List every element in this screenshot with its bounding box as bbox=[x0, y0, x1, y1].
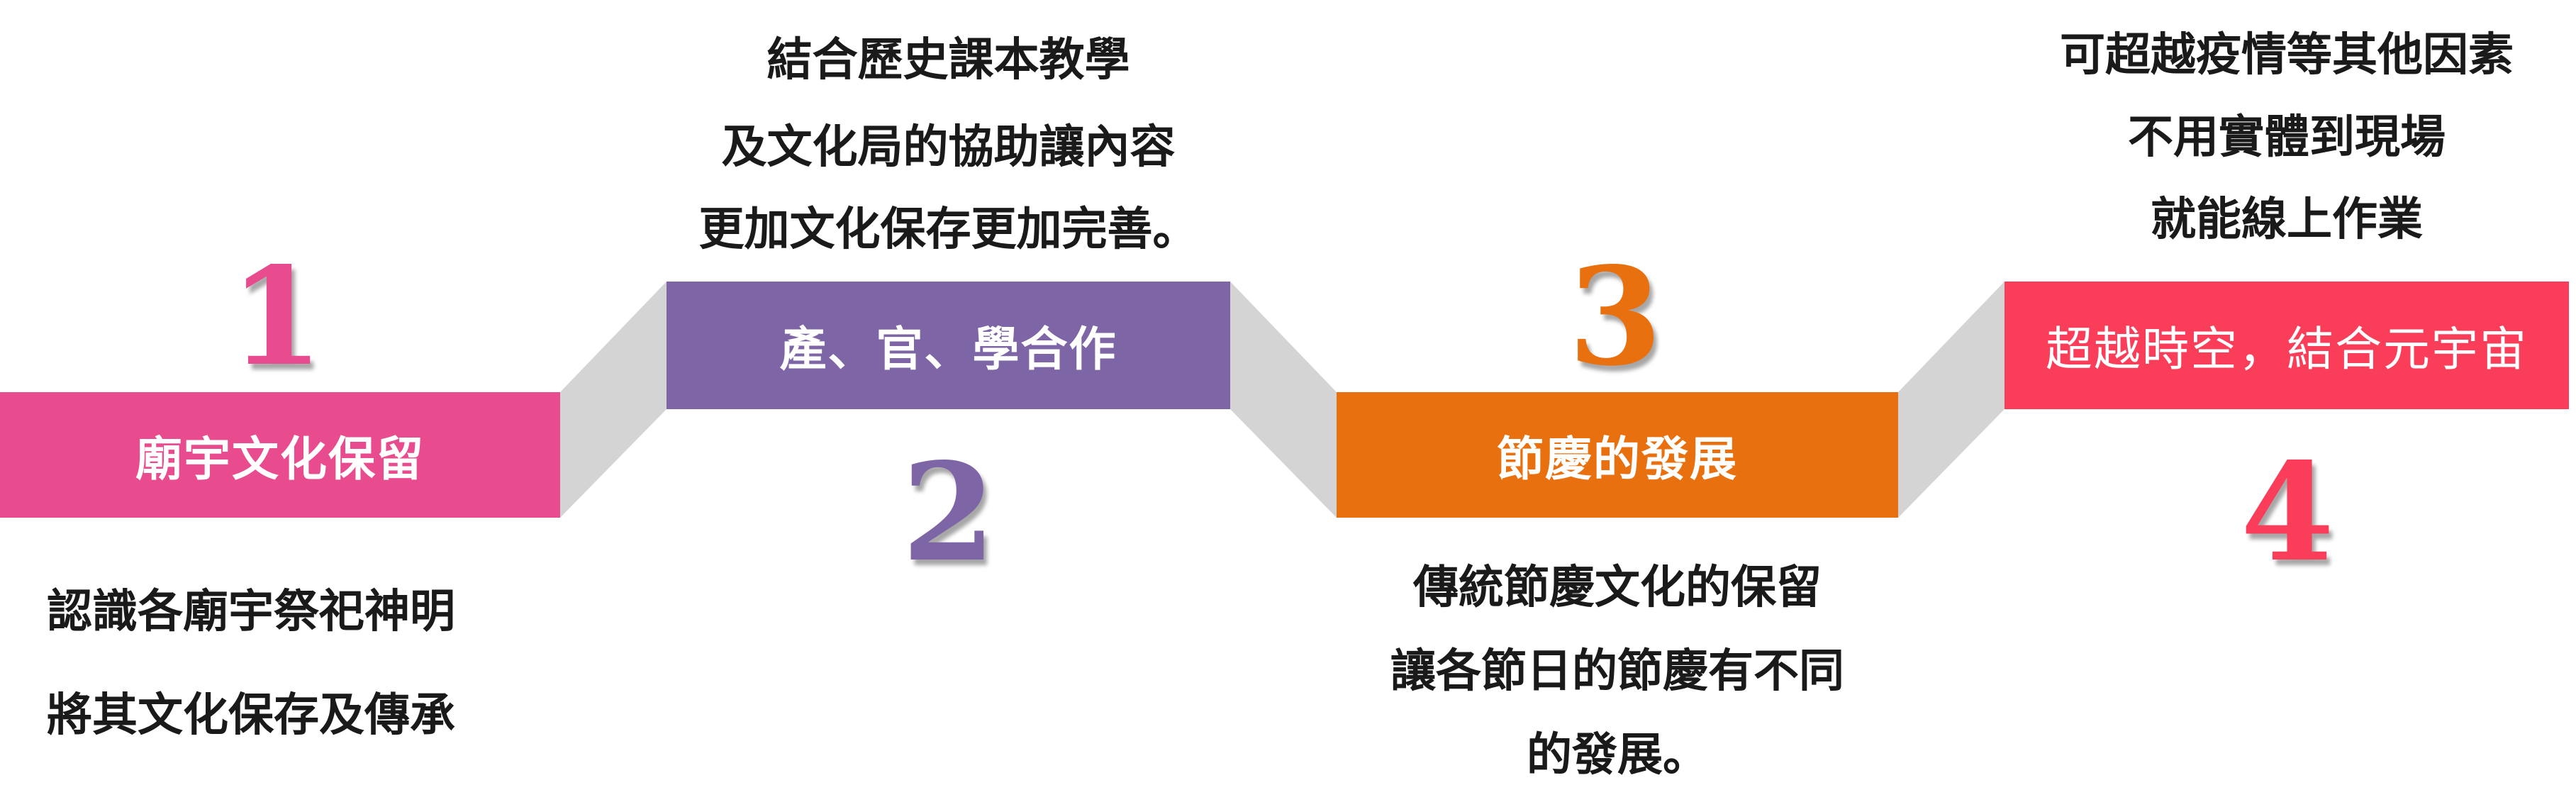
step-3-line-3: 的發展。 bbox=[1527, 729, 1708, 781]
step-3-description: 傳統節慶文化的保留 讓各節日的節慶有不同 的發展。 bbox=[1276, 546, 1958, 797]
step-3-line-2: 讓各節日的節慶有不同 bbox=[1390, 645, 1844, 698]
step-2-band: 產、官、學合作 bbox=[667, 282, 1230, 409]
connector-1-2 bbox=[560, 282, 667, 518]
step-3-line-1: 傳統節慶文化的保留 bbox=[1413, 562, 1822, 614]
step-4-title: 超越時空，結合元宇宙 bbox=[2046, 322, 2528, 377]
step-4-band: 超越時空，結合元宇宙 bbox=[2005, 282, 2569, 409]
step-1-band: 廟宇文化保留 bbox=[0, 392, 560, 518]
step-4-line-3: 就能線上作業 bbox=[2151, 194, 2423, 246]
step-1-title: 廟宇文化保留 bbox=[135, 431, 425, 486]
step-2-line-2: 及文化局的協助讓內容 bbox=[721, 121, 1176, 174]
step-2-line-3: 更加文化保存更加完善。 bbox=[698, 204, 1198, 256]
step-3-number: 3 bbox=[1568, 238, 1663, 396]
connector-3-4 bbox=[1898, 282, 2005, 518]
connector-2-3 bbox=[1230, 282, 1337, 518]
step-2-number: 2 bbox=[901, 433, 996, 591]
step-1-line-2: 將其文化保存及傳承 bbox=[47, 689, 455, 742]
step-4-line-2: 不用實體到現場 bbox=[2128, 111, 2446, 164]
step-1-line-1: 認識各廟宇祭祀神明 bbox=[47, 586, 455, 638]
step-2-line-1: 結合歷史課本教學 bbox=[766, 34, 1130, 87]
step-1-number: 1 bbox=[229, 238, 324, 396]
step-2-description: 結合歷史課本教學 及文化局的協助讓內容 更加文化保存更加完善。 bbox=[596, 14, 1301, 271]
step-4-description: 可超越疫情等其他因素 不用實體到現場 就能線上作業 bbox=[1943, 14, 2576, 261]
step-3-title: 節慶的發展 bbox=[1497, 431, 1738, 486]
step-4-line-1: 可超越疫情等其他因素 bbox=[2060, 29, 2514, 82]
step-2-title: 產、官、學合作 bbox=[779, 322, 1117, 377]
step-3-band: 節慶的發展 bbox=[1337, 392, 1898, 518]
step-4-number: 4 bbox=[2240, 433, 2335, 591]
step-1-description: 認識各廟宇祭祀神明 將其文化保存及傳承 bbox=[47, 560, 455, 767]
